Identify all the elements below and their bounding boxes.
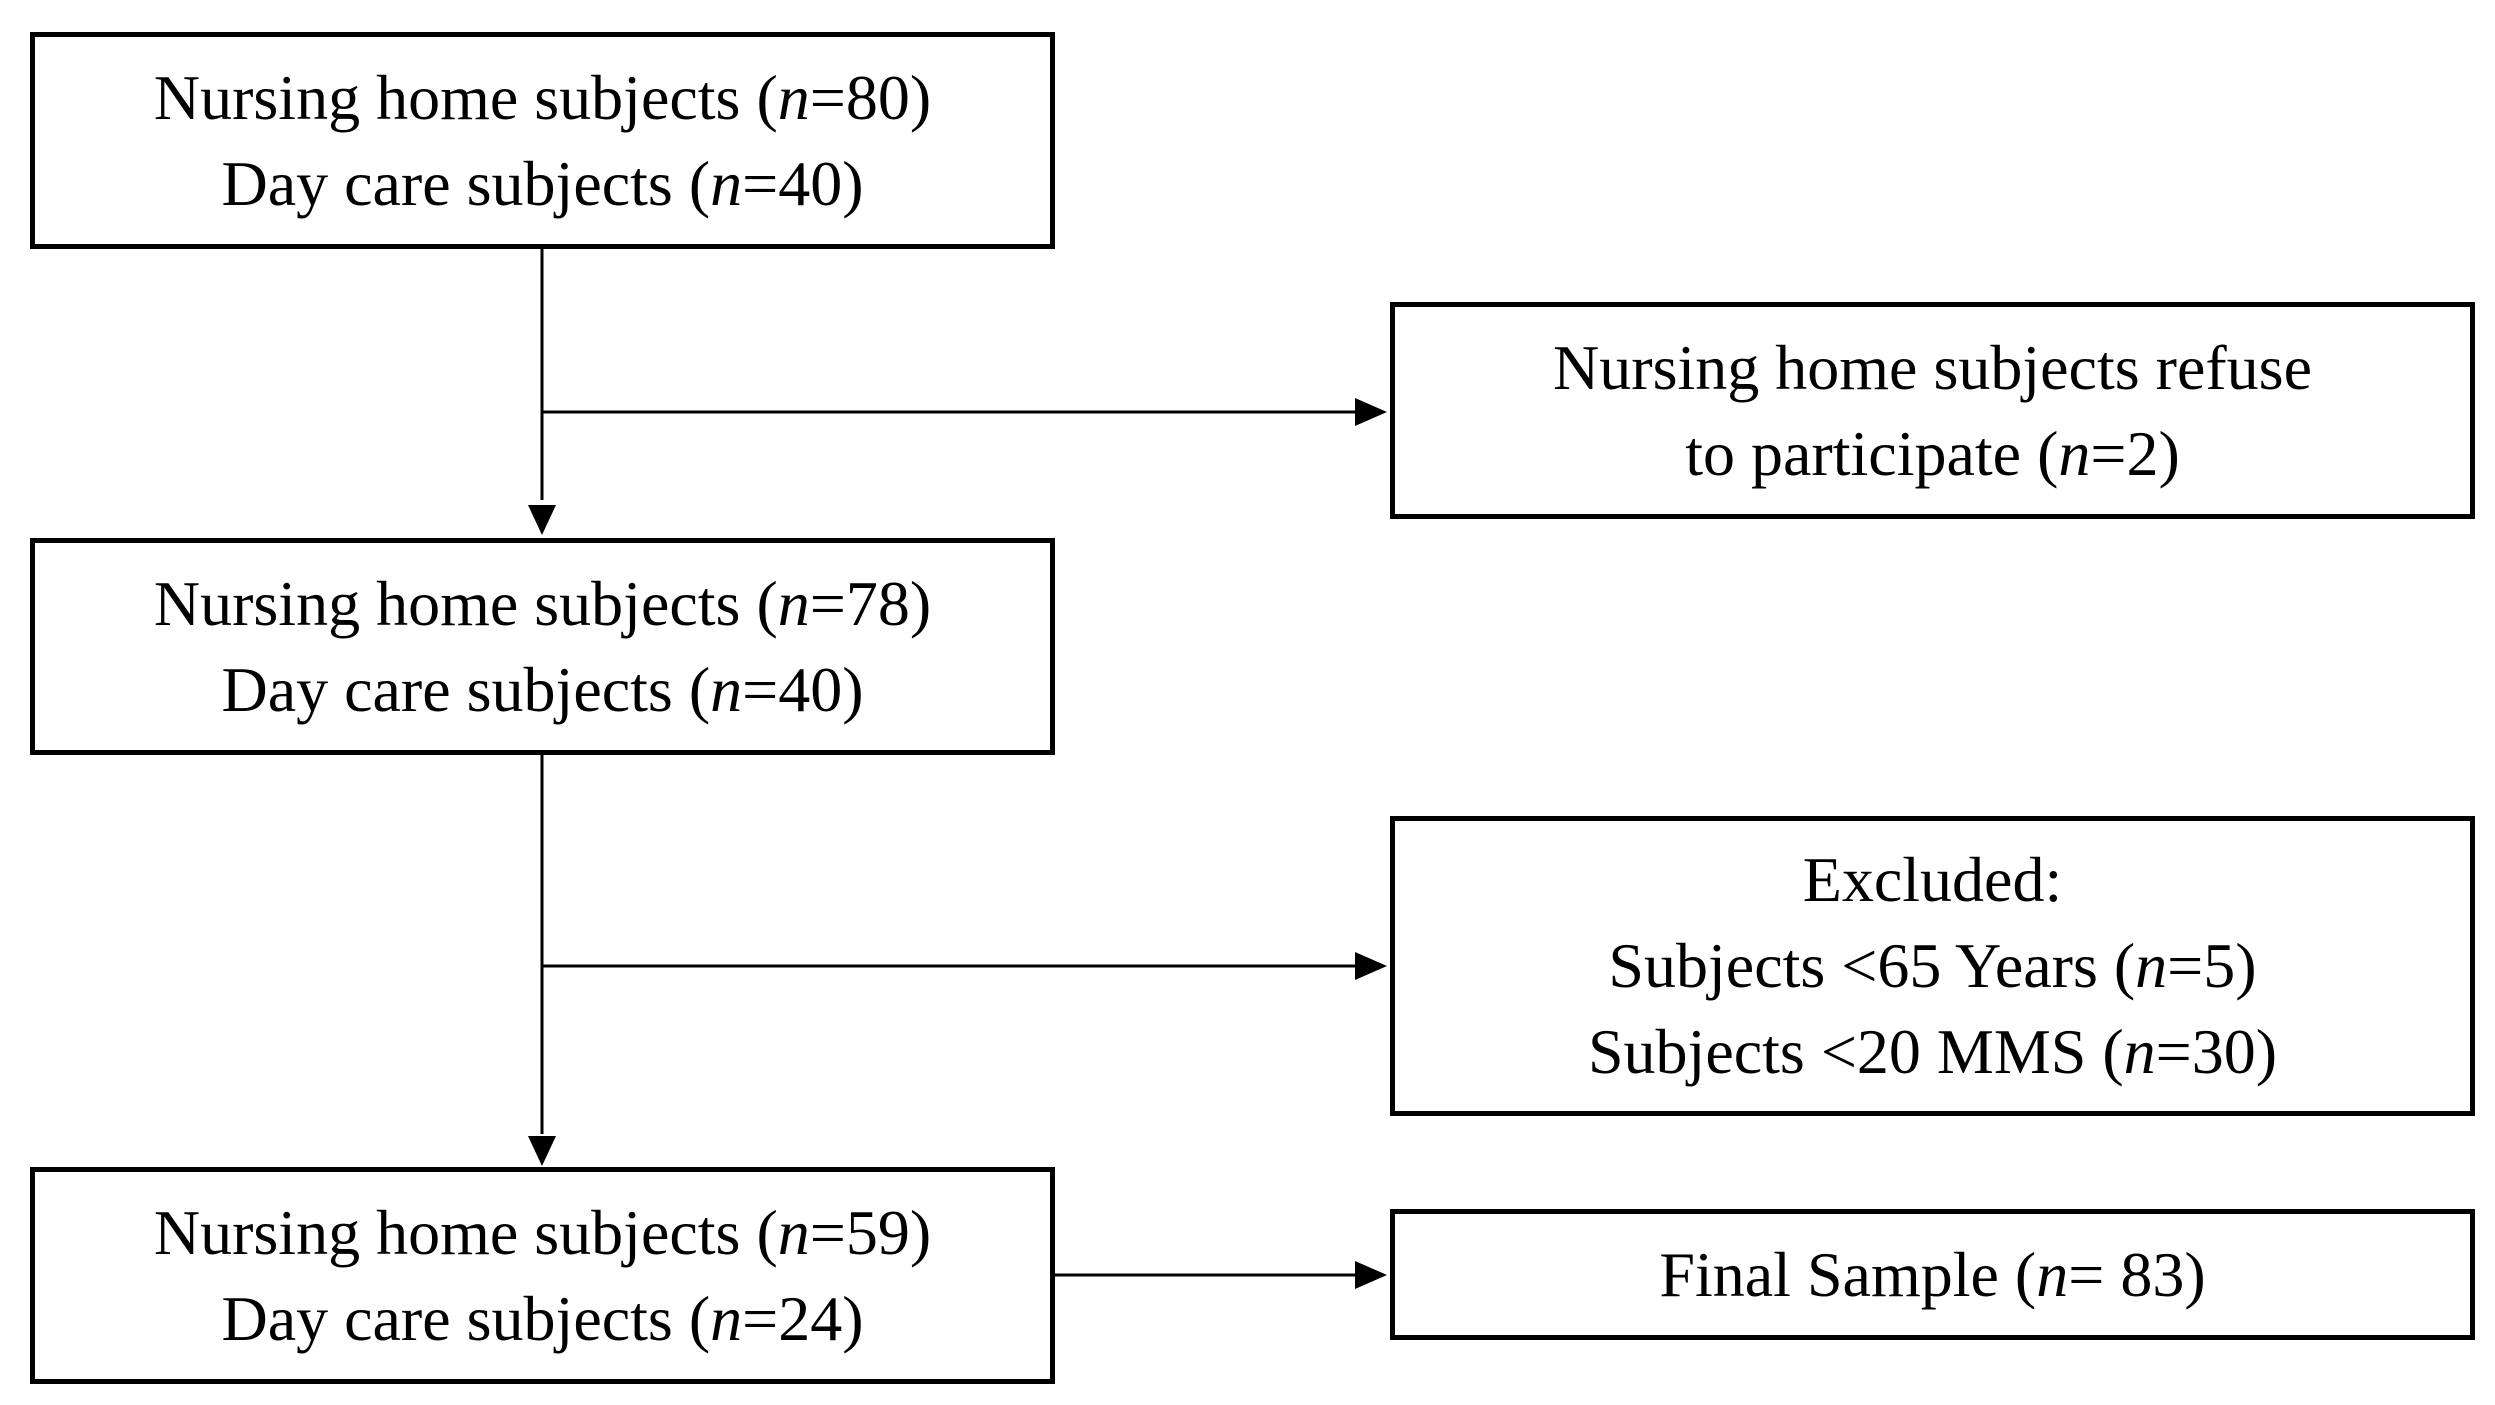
text-segment: Day care subjects ( bbox=[221, 653, 711, 725]
text-segment: Nursing home subjects ( bbox=[153, 61, 778, 133]
text-segment: Subjects <65 Years ( bbox=[1608, 930, 2136, 1001]
text-segment: Nursing home subjects refuse bbox=[1553, 331, 2312, 403]
text-segment: =40) bbox=[742, 147, 864, 219]
box-initial-subjects: Nursing home subjects (n=80)Day care sub… bbox=[30, 32, 1055, 249]
box-text-line: Nursing home subjects (n=59) bbox=[154, 1190, 931, 1276]
box-participating-subjects: Nursing home subjects (n=78)Day care sub… bbox=[30, 538, 1055, 755]
box-text-line: Day care subjects (n=24) bbox=[221, 1276, 863, 1362]
box-final-sample: Final Sample (n= 83) bbox=[1390, 1209, 2475, 1340]
sample-size-symbol: n bbox=[2058, 417, 2091, 489]
box-refused: Nursing home subjects refuse to participa… bbox=[1390, 302, 2475, 519]
box-text-line: Nursing home subjects (n=80) bbox=[154, 55, 931, 141]
sample-size-symbol: n bbox=[710, 1282, 743, 1354]
sample-size-symbol: n bbox=[710, 653, 743, 725]
box-text-line: Subjects <65 Years (n=5) bbox=[1608, 923, 2256, 1009]
box-text-line: Day care subjects (n=40) bbox=[221, 141, 863, 227]
sample-size-symbol: n bbox=[777, 567, 810, 639]
text-segment: Excluded: bbox=[1802, 844, 2063, 915]
text-segment: =59) bbox=[809, 1196, 932, 1268]
sample-size-symbol: n bbox=[710, 147, 743, 219]
text-segment: =30) bbox=[2155, 1016, 2278, 1087]
sample-size-symbol: n bbox=[777, 61, 810, 133]
arrowhead-excluded bbox=[1355, 952, 1387, 980]
text-segment: Day care subjects ( bbox=[221, 147, 711, 219]
text-segment: =80) bbox=[809, 61, 932, 133]
arrowhead-refuse bbox=[1355, 398, 1387, 426]
text-segment: =40) bbox=[742, 653, 864, 725]
text-segment: =2) bbox=[2090, 417, 2180, 489]
box-excluded: Excluded:Subjects <65 Years (n=5)Subject… bbox=[1390, 816, 2475, 1116]
sample-size-symbol: n bbox=[2036, 1238, 2069, 1310]
text-segment: to participate ( bbox=[1685, 417, 2059, 489]
text-segment: Final Sample ( bbox=[1659, 1238, 2037, 1310]
sample-size-symbol: n bbox=[2123, 1016, 2156, 1087]
box-text-line: Nursing home subjects (n=78) bbox=[154, 561, 931, 647]
text-segment: =5) bbox=[2167, 930, 2257, 1001]
box-text-line: Day care subjects (n=40) bbox=[221, 647, 863, 733]
box-text-line: to participate (n=2) bbox=[1685, 411, 2180, 497]
text-segment: Nursing home subjects ( bbox=[153, 1196, 778, 1268]
text-segment: Subjects <20 MMS ( bbox=[1587, 1016, 2124, 1087]
sample-size-symbol: n bbox=[2135, 930, 2168, 1001]
box-text-line: Excluded: bbox=[1803, 837, 2062, 923]
text-segment: Nursing home subjects ( bbox=[153, 567, 778, 639]
text-segment: =24) bbox=[742, 1282, 864, 1354]
box-text-line: Final Sample (n= 83) bbox=[1659, 1232, 2205, 1318]
arrowhead-mid bbox=[528, 505, 556, 535]
arrowhead-final bbox=[1355, 1261, 1387, 1289]
box-text-line: Subjects <20 MMS (n=30) bbox=[1588, 1009, 2277, 1095]
box-remaining-subjects: Nursing home subjects (n=59)Day care sub… bbox=[30, 1167, 1055, 1384]
text-segment: =78) bbox=[809, 567, 932, 639]
arrowhead-end bbox=[528, 1136, 556, 1166]
box-text-line: Nursing home subjects refuse bbox=[1553, 325, 2312, 411]
sample-size-symbol: n bbox=[777, 1196, 810, 1268]
text-segment: Day care subjects ( bbox=[221, 1282, 711, 1354]
text-segment: = 83) bbox=[2068, 1238, 2206, 1310]
